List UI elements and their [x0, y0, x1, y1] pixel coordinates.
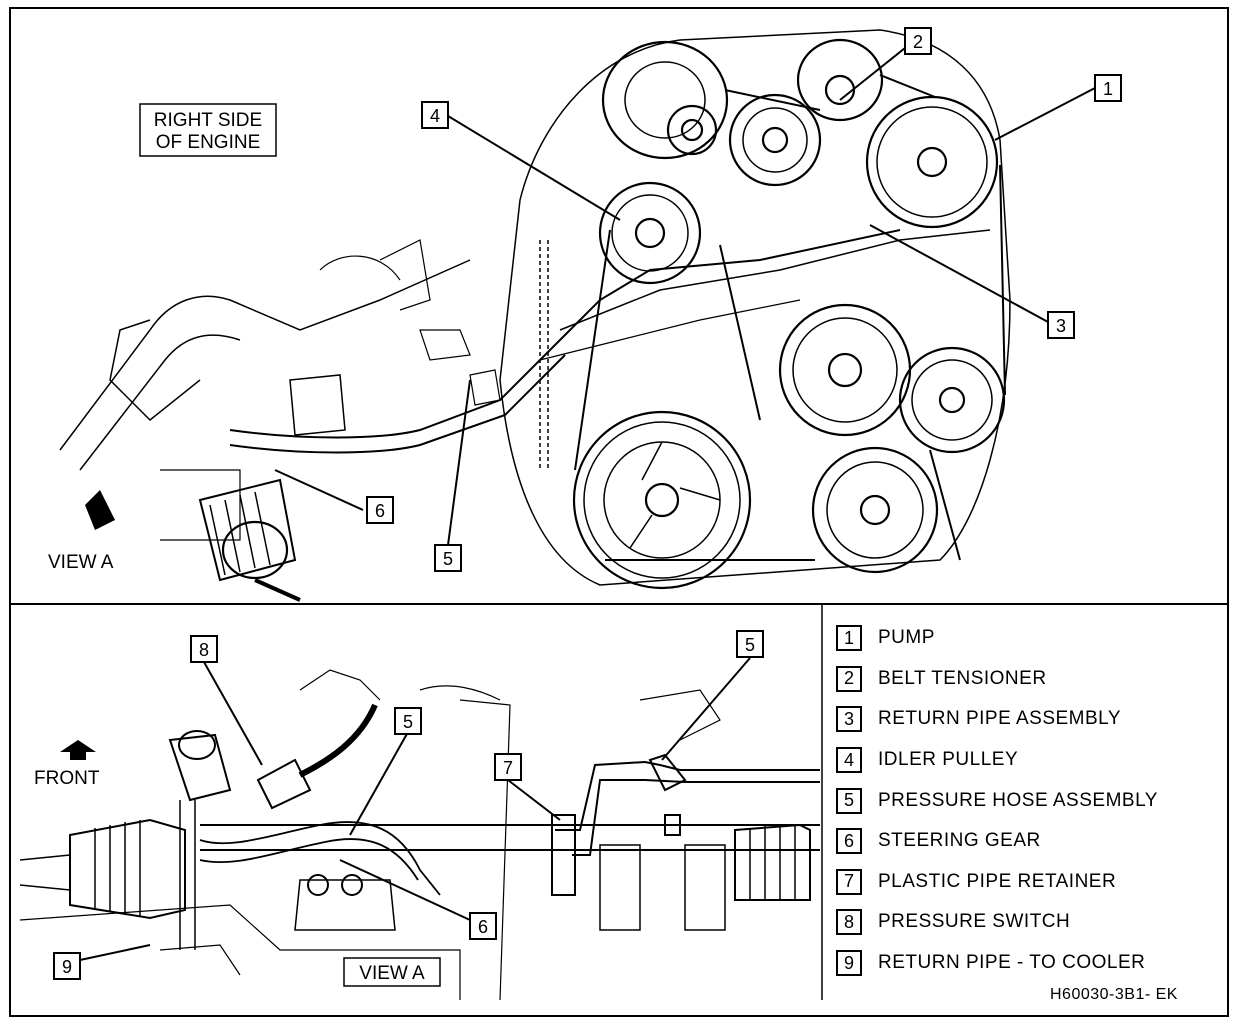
legend-label: BELT TENSIONER	[878, 667, 1047, 689]
legend-label: RETURN PIPE ASSEMBLY	[878, 708, 1121, 730]
view-a-arrow-icon	[85, 490, 115, 530]
bottom-view-label-box	[343, 957, 441, 987]
top-view-label: VIEW A	[48, 552, 114, 573]
legend-label: RETURN PIPE - TO COOLER	[878, 952, 1146, 974]
side-label-box	[139, 103, 277, 157]
legend-number: 4	[836, 747, 862, 774]
legend-number: 7	[836, 868, 862, 895]
legend-number: 8	[836, 909, 862, 936]
legend-label: PRESSURE SWITCH	[878, 911, 1071, 933]
legend-item: 8 PRESSURE SWITCH	[836, 902, 1236, 943]
callout-5-top: 5	[434, 544, 462, 572]
callout-9: 9	[53, 952, 81, 980]
legend-label: STEERING GEAR	[878, 830, 1041, 852]
legend-item: 7 PLASTIC PIPE RETAINER	[836, 862, 1236, 903]
svg-text:8: 8	[199, 640, 209, 660]
legend-number: 1	[836, 625, 862, 652]
legend-item: 6 STEERING GEAR	[836, 821, 1236, 862]
legend-item: 4 IDLER PULLEY	[836, 740, 1236, 781]
callout-6-top: 6	[366, 496, 394, 524]
side-label-line2: OF ENGINE	[156, 132, 261, 153]
top-leader-lines	[274, 47, 1096, 546]
bottom-view-label: VIEW A	[359, 963, 425, 984]
legend-number: 5	[836, 787, 862, 814]
svg-text:5: 5	[745, 635, 755, 655]
svg-text:5: 5	[403, 712, 413, 732]
svg-text:2: 2	[913, 32, 923, 52]
legend-label: PRESSURE HOSE ASSEMBLY	[878, 789, 1158, 811]
callout-3: 3	[1047, 311, 1075, 339]
legend-item: 9 RETURN PIPE - TO COOLER	[836, 943, 1236, 984]
callout-5-bottom-right: 5	[736, 630, 764, 658]
legend-number: 3	[836, 706, 862, 733]
legend-number: 6	[836, 828, 862, 855]
figure-code: H60030-3B1- EK	[1050, 986, 1178, 1003]
svg-text:4: 4	[430, 106, 440, 126]
callout-7: 7	[494, 753, 522, 781]
side-label-line1: RIGHT SIDE	[154, 110, 262, 131]
front-arrow-icon	[60, 740, 96, 760]
callout-5-bottom-left: 5	[394, 707, 422, 735]
svg-text:7: 7	[503, 758, 513, 778]
callout-6-bottom: 6	[469, 912, 497, 940]
callout-1: 1	[1094, 74, 1122, 102]
legend-label: PLASTIC PIPE RETAINER	[878, 870, 1117, 892]
callout-2: 2	[904, 27, 932, 55]
bottom-leader-lines	[79, 657, 751, 961]
parts-legend: 1 PUMP 2 BELT TENSIONER 3 RETURN PIPE AS…	[836, 618, 1236, 983]
legend-item: 5 PRESSURE HOSE ASSEMBLY	[836, 780, 1236, 821]
legend-label: IDLER PULLEY	[878, 749, 1019, 771]
svg-text:6: 6	[375, 501, 385, 521]
legend-number: 9	[836, 950, 862, 977]
callout-8: 8	[190, 635, 218, 663]
legend-item: 2 BELT TENSIONER	[836, 659, 1236, 700]
legend-number: 2	[836, 665, 862, 692]
figure-frame	[9, 7, 1229, 1017]
legend-item: 1 PUMP	[836, 618, 1236, 659]
svg-text:6: 6	[478, 917, 488, 937]
engine-drawing	[59, 29, 1011, 602]
legend-label: PUMP	[878, 627, 935, 649]
legend-item: 3 RETURN PIPE ASSEMBLY	[836, 699, 1236, 740]
svg-text:5: 5	[443, 549, 453, 569]
svg-text:1: 1	[1103, 79, 1113, 99]
svg-text:3: 3	[1056, 316, 1066, 336]
callout-4: 4	[421, 101, 449, 129]
svg-text:9: 9	[62, 957, 72, 977]
front-label: FRONT	[34, 768, 100, 789]
